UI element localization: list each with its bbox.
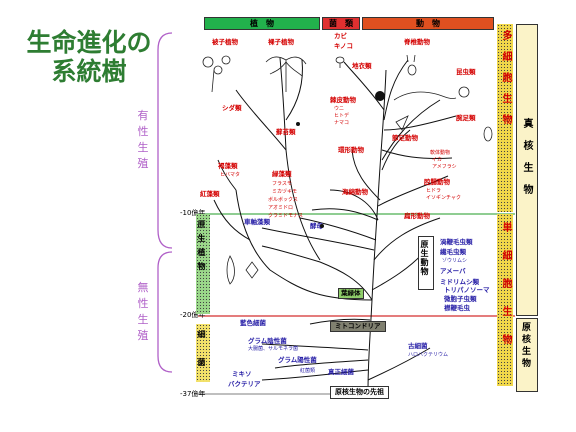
charophyte-label: 車軸藻類 xyxy=(244,218,270,226)
rickettsia-label: 紅菌類 xyxy=(300,368,316,374)
green-algae-sub-5: クラミドモナス xyxy=(268,213,304,219)
arthropod-label: 節足動物 xyxy=(392,134,418,142)
unicellular-label: 単細胞生物 xyxy=(500,222,511,362)
protozoa-label: 原生動物 xyxy=(420,240,429,276)
header-fungi: 菌 類 xyxy=(322,17,360,30)
header-plants: 植 物 xyxy=(204,17,320,30)
echinoderm-sub-3: ナマコ xyxy=(334,120,350,126)
gram-negative-sub: 大腸菌、サルモネラ菌 xyxy=(248,346,299,352)
protist-item-4: アメーバ xyxy=(440,267,466,275)
eukaryote-label: 真核生物 xyxy=(521,118,532,206)
brown-algae-sub: ヒバマタ xyxy=(220,172,241,178)
annelid-label: 環形動物 xyxy=(338,146,364,154)
multicellular-label: 多細胞生物 xyxy=(500,30,511,135)
title-line-1: 生命進化の xyxy=(26,28,152,57)
sexual-reproduction-label: 有性生殖 xyxy=(137,109,149,170)
chloroplast-box: 葉緑体 xyxy=(338,288,364,299)
protist-item-1: 渦鞭毛虫類 xyxy=(440,238,473,246)
cnidarian-label: 腔腸動物 xyxy=(424,178,450,186)
mold-label: カビ xyxy=(334,32,347,40)
myxo-label-1: ミキソ xyxy=(232,370,252,378)
green-algae-sub-1: フラスモ xyxy=(272,181,292,187)
unicellular-bar xyxy=(497,214,513,386)
cyanobacteria-label: 藍色細菌 xyxy=(240,319,266,327)
protozoa-box xyxy=(418,236,434,290)
multicellular-bar xyxy=(497,24,513,212)
gram-negative-label: グラム陰性菌 xyxy=(248,337,287,345)
green-algae-sub-3: ボルボックス xyxy=(268,197,298,203)
mollusk-sub-1: イカ xyxy=(432,157,443,163)
eukaryote-box xyxy=(516,24,538,316)
archaea-label: 古細菌 xyxy=(408,342,428,350)
bacteria-label: 細菌 xyxy=(197,330,206,386)
green-algae-sub-2: ミカヅキモ xyxy=(272,189,298,195)
brachiopod-label: 腕足類 xyxy=(456,114,476,122)
echinoderm-label: 棘皮動物 xyxy=(330,96,356,104)
fern-label: シダ類 xyxy=(222,104,242,112)
eubacteria-label: 真正細菌 xyxy=(328,368,354,376)
page-title: 生命進化の 系統樹 xyxy=(14,28,164,86)
myxo-label-2: バクテリア xyxy=(228,380,261,388)
bacteria-bar xyxy=(196,324,210,382)
protoplant-label: 原生植物 xyxy=(197,220,206,276)
protist-item-2: 繊毛虫類 xyxy=(440,248,466,256)
cnidarian-sub-1: ヒドラ xyxy=(426,188,442,194)
protist-item-8: 襟鞭毛虫 xyxy=(444,304,470,312)
flatworm-label: 扁形動物 xyxy=(404,212,430,220)
insect-label: 昆虫類 xyxy=(456,68,476,76)
angiosperm-label: 被子植物 xyxy=(212,38,238,46)
protist-item-6: トリパノソーマ xyxy=(444,286,490,294)
mollusk-sub-2: アメフラシ xyxy=(432,164,457,170)
mollusk-label: 軟体動物 xyxy=(430,150,451,156)
brown-algae-label: 褐藻類 xyxy=(218,162,238,170)
asexual-reproduction-label: 無性生殖 xyxy=(137,281,149,342)
moss-label: 蘚苔類 xyxy=(276,128,296,136)
green-algae-label: 緑藻類 xyxy=(272,170,292,178)
header-animals: 動 物 xyxy=(362,17,494,30)
yeast-label: 酵母 xyxy=(310,222,323,230)
gymnosperm-label: 裸子植物 xyxy=(268,38,294,46)
prokaryote-box xyxy=(516,318,538,392)
protoplant-bar xyxy=(196,214,210,314)
time-2-billion: -20億年 xyxy=(180,311,206,319)
time-1-billion: -10億年 xyxy=(180,209,206,217)
protist-item-5: ミドリムシ類 xyxy=(440,278,479,286)
protist-item-3: ゾウリムシ xyxy=(442,258,468,264)
cnidarian-sub-2: イソギンチャク xyxy=(426,195,461,201)
vertebrate-label: 脊椎動物 xyxy=(404,38,430,46)
time-3-7-billion: -37億年 xyxy=(180,390,206,398)
green-algae-sub-4: アオミドロ xyxy=(268,205,294,211)
echinoderm-sub-1: ウニ xyxy=(334,106,345,112)
mushroom-label: キノコ xyxy=(334,42,354,50)
title-line-2: 系統樹 xyxy=(51,57,127,86)
sponge-label: 海綿動物 xyxy=(342,188,368,196)
prokaryote-label: 原核生物 xyxy=(520,322,530,370)
gram-positive-label: グラム陽性菌 xyxy=(278,356,317,364)
lichen-label: 地衣類 xyxy=(352,62,372,70)
common-ancestor-box: 原核生物の先祖 xyxy=(330,386,389,399)
echinoderm-sub-2: ヒトデ xyxy=(334,113,350,119)
protist-item-7: 微胞子虫類 xyxy=(444,295,477,303)
red-algae-label: 紅藻類 xyxy=(200,190,220,198)
archaea-sub: ハロバクテリウム xyxy=(408,352,449,358)
mitochondria-box: ミトコンドリア xyxy=(330,321,386,332)
